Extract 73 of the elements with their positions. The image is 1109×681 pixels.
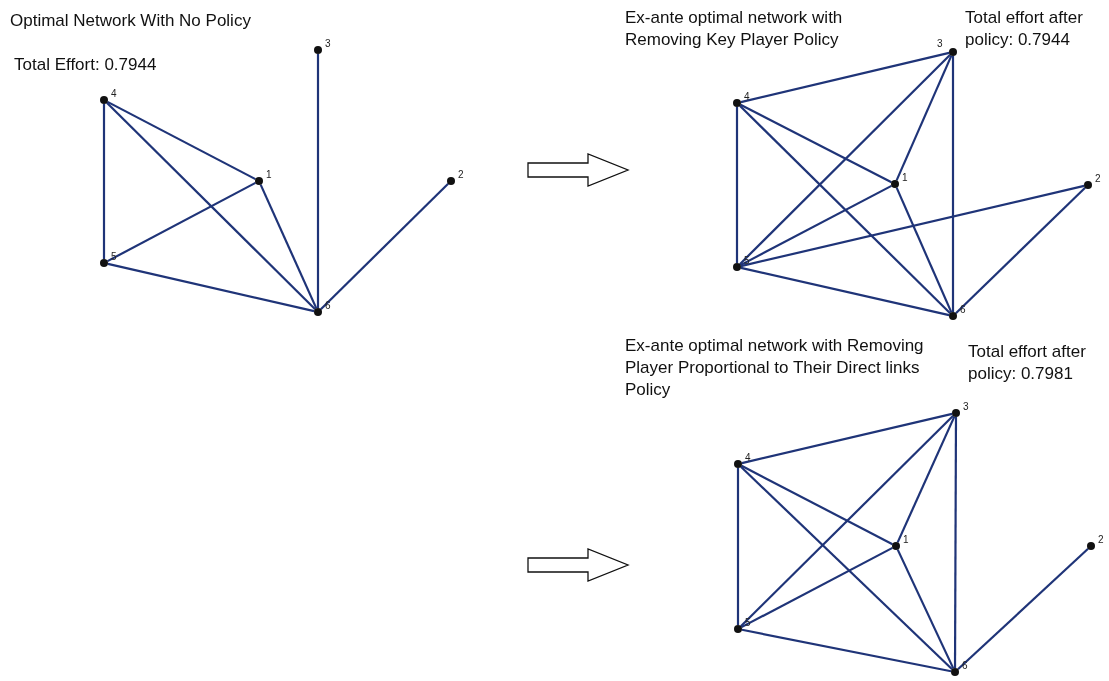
network-link [740,415,954,627]
network-link [740,184,892,267]
node-number: 3 [937,38,943,50]
network-node-dot [952,409,960,417]
node-number: 6 [960,304,966,316]
node-number: 5 [744,255,750,267]
node-number: 2 [458,169,464,181]
network-node-dot [100,96,108,104]
network-link [740,103,892,184]
network-node-dot [733,263,741,271]
network-node-dot [255,177,263,185]
network-link [955,187,1086,314]
node-number: 1 [902,172,908,184]
network-link [740,465,953,671]
node-number: 4 [111,88,117,100]
network-link [107,100,256,181]
node-number: 6 [962,660,968,672]
network-link [736,468,740,625]
network-link [741,546,893,629]
network-link [895,187,953,313]
network-node-dot [1087,542,1095,550]
node-number: 1 [903,534,909,546]
network-node-dot [734,460,742,468]
network-link [740,266,950,317]
network-node-dot [314,46,322,54]
node-number: 1 [266,169,272,181]
node-number: 4 [745,452,751,464]
network-link [735,107,739,263]
network-link [895,55,953,181]
network-link [259,184,318,309]
panel-title: Optimal Network With No Policy [10,10,252,32]
node-number: 5 [111,251,117,263]
network-node-dot [1084,181,1092,189]
network-node-dot [100,259,108,267]
network-link [316,54,320,308]
network-link [741,628,952,673]
network-node-dot [734,625,742,633]
network-node-dot [447,177,455,185]
network-node-dot [949,48,957,56]
network-link [740,184,1085,268]
node-number: 3 [325,38,331,50]
network-link [953,417,958,668]
network-link [896,549,955,669]
network-node-dot [733,99,741,107]
node-number: 2 [1095,173,1101,185]
total-effort-label: Total effort after policy: 0.7981 [968,341,1087,385]
node-number: 3 [963,401,969,413]
node-number: 6 [325,300,331,312]
node-number: 4 [744,91,750,103]
panel-title: Ex-ante optimal network with Removing Key Player Policy [625,7,844,51]
network-node-dot [891,180,899,188]
network-link [957,547,1089,671]
node-number: 2 [1098,534,1104,546]
network-link [739,54,951,265]
network-node-dot [892,542,900,550]
network-link [107,262,315,313]
network-node-dot [314,308,322,316]
panel-title: Ex-ante optimal network with Removing Player Proportional to Their Direct links Policy [625,335,925,401]
network-node-dot [949,312,957,320]
network-link [106,102,316,310]
network-link [741,412,953,465]
network-link [896,416,956,543]
total-effort-label: Total Effort: 0.7944 [14,54,158,76]
network-link [739,105,951,314]
network-node-dot [951,668,959,676]
node-number: 5 [745,617,751,629]
network-link [102,104,106,259]
network-link [107,181,256,263]
network-link [741,464,893,546]
network-link [740,51,950,104]
total-effort-label: Total effort after policy: 0.7944 [965,7,1084,51]
network-link [320,183,449,310]
network-link [951,56,955,312]
